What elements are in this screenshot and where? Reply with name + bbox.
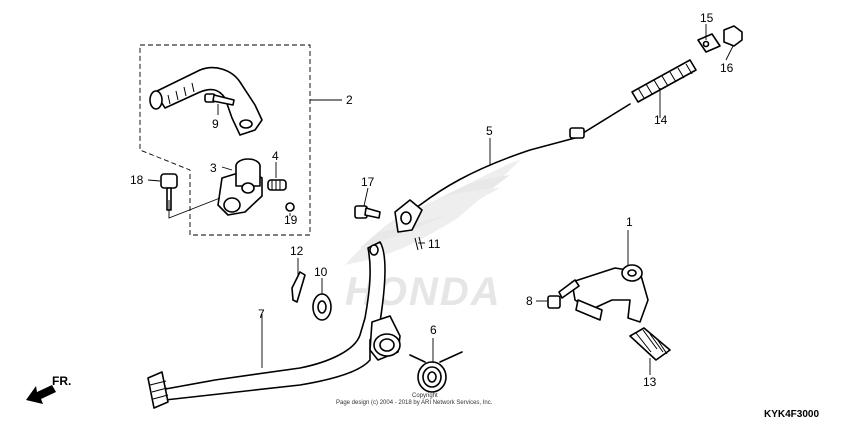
callout-18: 18 bbox=[130, 173, 144, 187]
ball-19 bbox=[285, 202, 295, 212]
callout-7: 7 bbox=[258, 307, 265, 321]
joint-15 bbox=[697, 33, 721, 53]
callout-5: 5 bbox=[486, 124, 493, 138]
callout-9: 9 bbox=[212, 117, 219, 131]
callout-11: 11 bbox=[428, 237, 441, 251]
brake-pedal bbox=[147, 241, 401, 409]
kick-pedal-arm bbox=[149, 66, 263, 136]
callout-17: 17 bbox=[361, 175, 375, 189]
callout-8: 8 bbox=[526, 294, 533, 308]
callout-14: 14 bbox=[654, 113, 668, 127]
callout-12: 12 bbox=[290, 244, 304, 258]
subassembly-outline bbox=[139, 44, 311, 236]
bolt-17 bbox=[354, 205, 381, 219]
spring-4 bbox=[267, 179, 287, 191]
callout-15: 15 bbox=[700, 11, 714, 25]
bolt-18 bbox=[160, 173, 221, 219]
callout-19: 19 bbox=[284, 213, 298, 227]
nut-16 bbox=[723, 25, 743, 47]
leader-lines bbox=[147, 24, 734, 375]
rubber-grip-13 bbox=[629, 327, 671, 361]
callout-2: 2 bbox=[346, 93, 353, 107]
callout-16: 16 bbox=[720, 61, 734, 75]
arrow-left-icon bbox=[26, 385, 56, 404]
spring-14 bbox=[631, 59, 697, 103]
callout-10: 10 bbox=[314, 265, 328, 279]
callout-13: 13 bbox=[643, 375, 657, 389]
bolt-8 bbox=[547, 279, 580, 309]
callout-6: 6 bbox=[430, 323, 437, 337]
callout-4: 4 bbox=[272, 149, 279, 163]
clip-pin-12 bbox=[291, 271, 306, 303]
return-spring-6 bbox=[409, 351, 463, 393]
washer-10 bbox=[312, 293, 332, 321]
callout-1: 1 bbox=[626, 215, 633, 229]
diagram-code: KYK4F3000 bbox=[764, 409, 819, 420]
pivot-arm-1 bbox=[571, 264, 649, 323]
copyright-line-2: Page design (c) 2004 - 2018 by ARI Netwo… bbox=[336, 400, 493, 406]
callout-3: 3 bbox=[210, 161, 217, 175]
bolt-9 bbox=[204, 93, 235, 106]
kick-arm-pivot bbox=[217, 158, 263, 216]
copyright-line-1: Copyright bbox=[412, 393, 438, 399]
brake-rod bbox=[394, 103, 631, 233]
front-label: FR. bbox=[52, 374, 71, 388]
front-direction-arrow: FR. bbox=[26, 374, 71, 404]
